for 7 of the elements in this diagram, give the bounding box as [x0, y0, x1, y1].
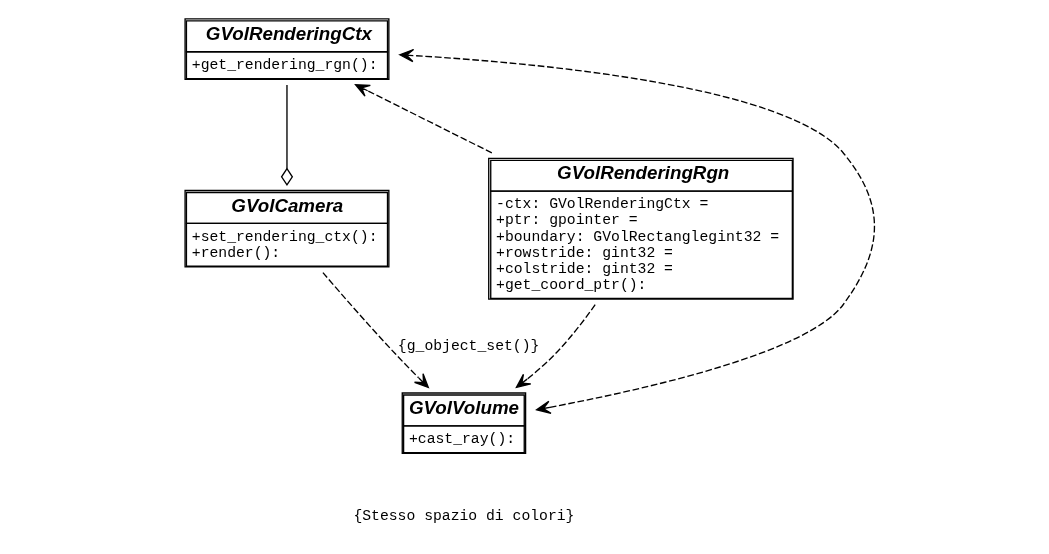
edge-label: {g_object_set()} [397, 337, 540, 354]
arrow [322, 271, 429, 389]
label: {Stesso spazio di colori} [353, 508, 575, 525]
connector [280, 84, 294, 187]
arrow [354, 84, 493, 154]
arrow [399, 48, 876, 414]
arrow [515, 303, 596, 388]
